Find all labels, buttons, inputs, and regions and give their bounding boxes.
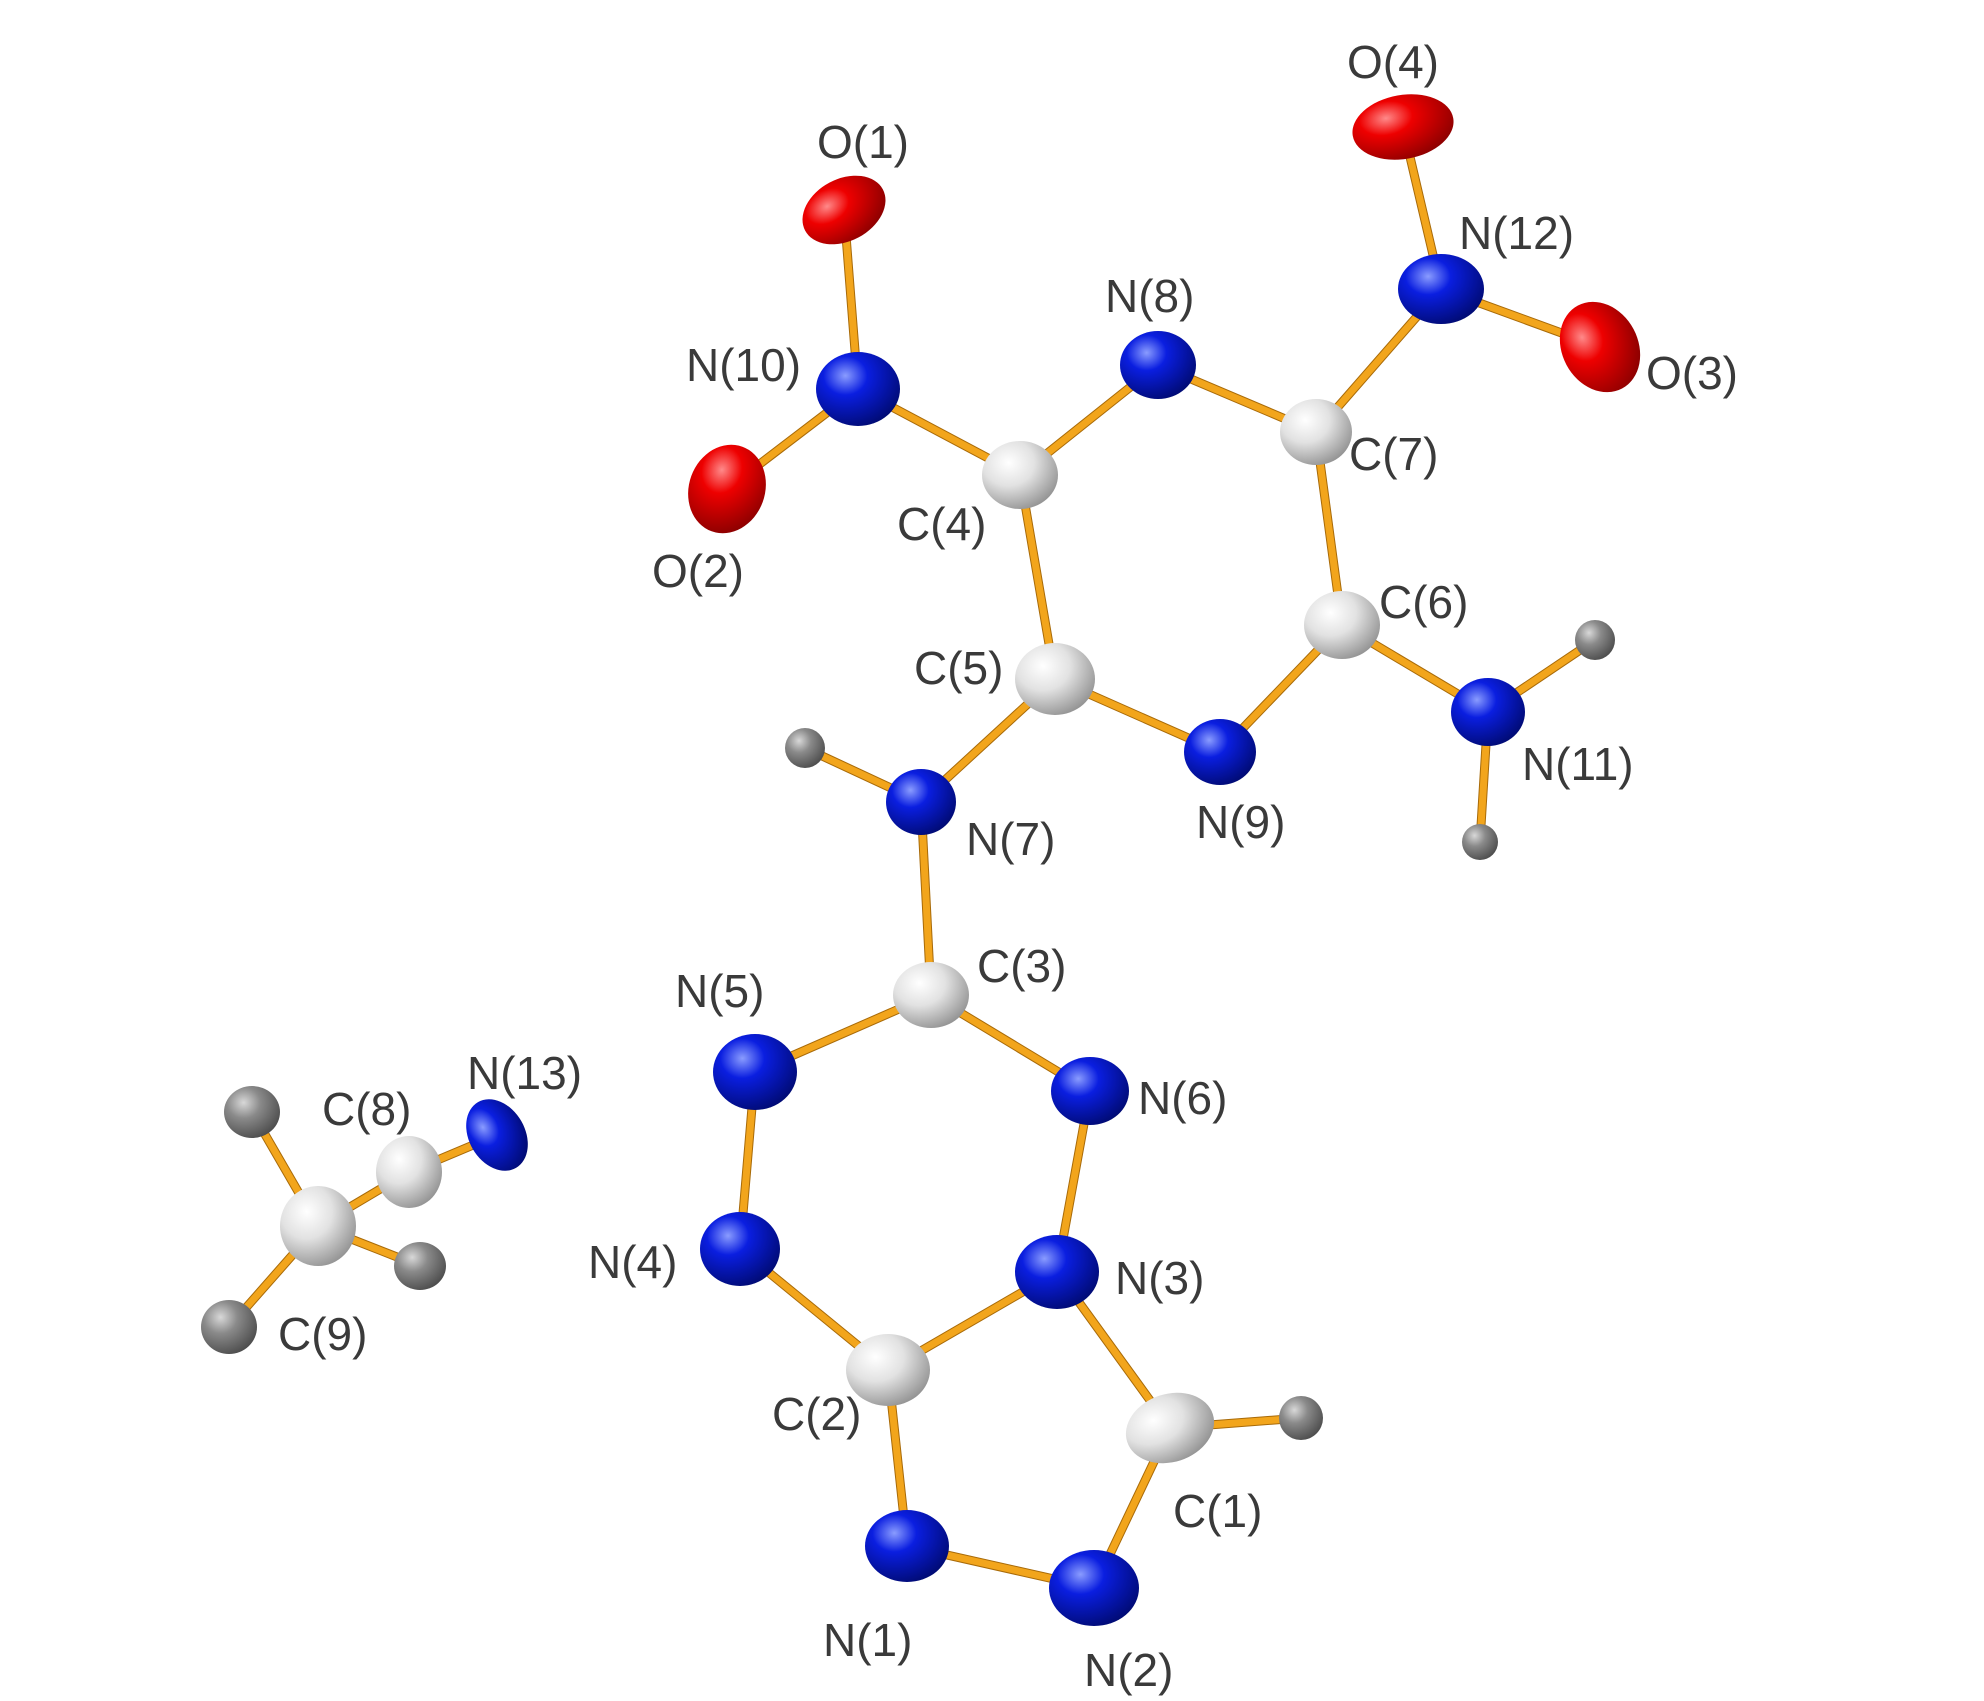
atom-n6 (1051, 1057, 1129, 1125)
atom-o4 (1352, 94, 1454, 160)
atom-c7 (1280, 399, 1352, 465)
atom-n7 (886, 769, 956, 835)
atom-n8 (1120, 331, 1196, 399)
atom-label-n11: N(11) (1522, 738, 1634, 790)
atom-n13 (466, 1099, 528, 1171)
atom-label-c5: C(5) (914, 642, 1003, 694)
atom-o1 (802, 175, 886, 245)
atom-label-n1: N(1) (823, 1614, 912, 1666)
atom-label-o3: O(3) (1646, 347, 1738, 399)
atom-label-n5: N(5) (675, 965, 764, 1017)
label-layer: O(1) O(2) O(3) O(4) N(1) N(2) N(3) N(4) N(5) N(6)… (278, 36, 1738, 1696)
atom-label-c3: C(3) (977, 940, 1066, 992)
atom-label-o4: O(4) (1347, 36, 1439, 88)
atom-h9c (201, 1300, 257, 1354)
atom-label-c1: C(1) (1173, 1485, 1262, 1537)
atom-n4 (700, 1212, 780, 1286)
atom-h1 (1279, 1396, 1323, 1440)
atom-label-n4: N(4) (588, 1236, 677, 1288)
atom-layer (201, 94, 1641, 1626)
atom-n3 (1015, 1235, 1099, 1309)
atom-label-c8: C(8) (322, 1083, 411, 1135)
atom-label-n10: N(10) (686, 339, 801, 391)
atom-o3 (1559, 301, 1641, 393)
atom-label-n9: N(9) (1196, 796, 1285, 848)
atom-h11a (1575, 620, 1615, 660)
atom-label-c6: C(6) (1379, 576, 1468, 628)
atom-label-n12: N(12) (1459, 207, 1574, 259)
atom-c3 (893, 962, 969, 1028)
atom-n10 (816, 352, 900, 426)
atom-c8 (376, 1136, 442, 1208)
atom-h11b (1462, 824, 1498, 860)
atom-label-n2: N(2) (1084, 1644, 1173, 1696)
atom-label-c9: C(9) (278, 1308, 367, 1360)
atom-label-c4: C(4) (897, 498, 986, 550)
atom-label-n3: N(3) (1115, 1252, 1204, 1304)
atom-label-o1: O(1) (817, 116, 909, 168)
atom-n12 (1398, 254, 1484, 324)
atom-n1 (865, 1510, 949, 1582)
atom-n5 (713, 1034, 797, 1110)
atom-n2 (1049, 1550, 1139, 1626)
atom-label-n6: N(6) (1138, 1072, 1227, 1124)
atom-h7 (785, 728, 825, 768)
atom-h9a (224, 1086, 280, 1138)
atom-label-c7: C(7) (1349, 428, 1438, 480)
atom-h9b (394, 1242, 446, 1290)
atom-label-n8: N(8) (1105, 270, 1194, 322)
atom-label-n7: N(7) (966, 813, 1055, 865)
atom-label-o2: O(2) (652, 545, 744, 597)
atom-c9 (280, 1186, 356, 1266)
atom-n11 (1451, 678, 1525, 746)
atom-label-n13: N(13) (467, 1047, 582, 1099)
atom-label-c2: C(2) (772, 1388, 861, 1440)
atom-c6 (1304, 591, 1380, 659)
atom-n9 (1184, 719, 1256, 785)
atom-c2 (846, 1334, 930, 1406)
atom-o2 (688, 444, 766, 534)
atom-c4 (982, 441, 1058, 509)
atom-c5 (1015, 643, 1095, 715)
atom-c1 (1125, 1392, 1215, 1464)
